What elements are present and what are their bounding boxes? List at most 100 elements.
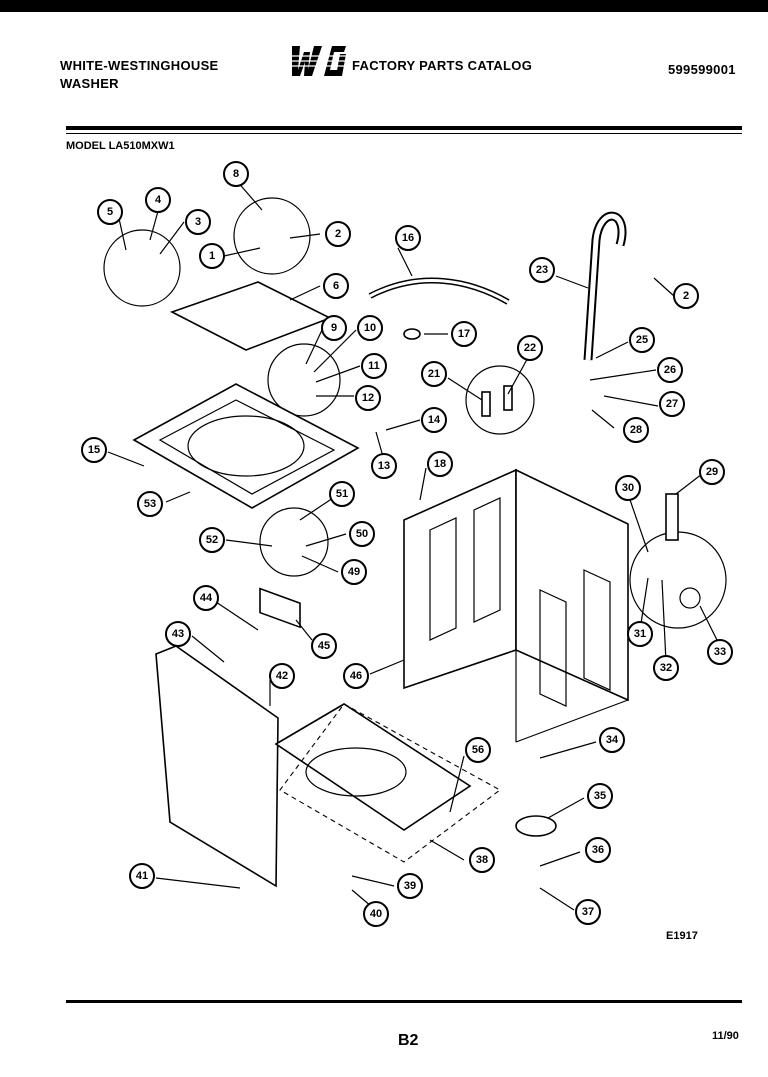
svg-text:5: 5	[107, 206, 113, 218]
wci-logo	[288, 46, 348, 76]
callout-6: 6	[323, 273, 349, 299]
header-rule-thin	[66, 133, 742, 134]
svg-text:32: 32	[660, 662, 672, 674]
svg-text:29: 29	[706, 466, 718, 478]
svg-text:13: 13	[378, 460, 390, 472]
callout-46: 46	[343, 663, 369, 689]
svg-text:34: 34	[606, 734, 619, 746]
svg-text:31: 31	[634, 628, 646, 640]
callout-14: 14	[421, 407, 447, 433]
callout-22: 22	[517, 335, 543, 361]
svg-text:25: 25	[636, 334, 648, 346]
svg-text:1: 1	[209, 250, 215, 262]
svg-text:16: 16	[402, 232, 414, 244]
callout-33: 33	[707, 639, 733, 665]
svg-text:12: 12	[362, 392, 374, 404]
callout-42: 42	[269, 663, 295, 689]
brand-name: WHITE-WESTINGHOUSE	[60, 58, 219, 73]
callout-31: 31	[627, 621, 653, 647]
svg-text:6: 6	[333, 280, 339, 292]
detail-circle-switch	[233, 197, 311, 275]
svg-text:18: 18	[434, 458, 446, 470]
base-part	[274, 703, 472, 831]
callout-28: 28	[623, 417, 649, 443]
svg-text:14: 14	[428, 414, 441, 426]
svg-text:36: 36	[592, 844, 604, 856]
callout-17: 17	[451, 321, 477, 347]
callout-51: 51	[329, 481, 355, 507]
callout-18: 18	[427, 451, 453, 477]
callout-15: 15	[81, 437, 107, 463]
callout-16: 16	[395, 225, 421, 251]
callout-3: 3	[185, 209, 211, 235]
footer-rule	[66, 1000, 742, 1003]
catalog-title: FACTORY PARTS CATALOG	[352, 58, 533, 73]
svg-text:10: 10	[364, 322, 376, 334]
callout-29: 29	[699, 459, 725, 485]
svg-text:56: 56	[472, 744, 484, 756]
tub-opening	[187, 415, 305, 477]
cabinet-back-panel	[515, 468, 629, 702]
callout-44: 44	[193, 585, 219, 611]
svg-text:35: 35	[594, 790, 606, 802]
base-outline-dashed	[279, 703, 502, 863]
svg-text:3: 3	[195, 216, 201, 228]
svg-text:37: 37	[582, 906, 594, 918]
svg-text:41: 41	[136, 870, 148, 882]
svg-text:27: 27	[666, 398, 678, 410]
svg-text:42: 42	[276, 670, 288, 682]
svg-text:49: 49	[348, 566, 360, 578]
callout-35: 35	[587, 783, 613, 809]
callout-2: 2	[325, 221, 351, 247]
callout-27: 27	[659, 391, 685, 417]
detail-circle-lid-switch	[267, 343, 341, 417]
callout-5: 5	[97, 199, 123, 225]
callout-23: 23	[529, 257, 555, 283]
callout-10: 10	[357, 315, 383, 341]
callout-38: 38	[469, 847, 495, 873]
top-border-bar	[0, 0, 768, 12]
callout-49: 49	[341, 559, 367, 585]
svg-text:53: 53	[144, 498, 156, 510]
date-code: 11/90	[712, 1030, 739, 1042]
svg-text:46: 46	[350, 670, 362, 682]
callout-41: 41	[129, 863, 155, 889]
svg-text:28: 28	[630, 424, 642, 436]
header-rule-thick	[66, 126, 742, 130]
svg-text:33: 33	[714, 646, 726, 658]
front-panel-part	[155, 645, 279, 888]
bracket-part	[259, 587, 301, 629]
model-number: MODEL LA510MXW1	[66, 140, 175, 152]
callout-32: 32	[653, 655, 679, 681]
svg-text:38: 38	[476, 854, 488, 866]
svg-text:52: 52	[206, 534, 218, 546]
belt-part	[515, 815, 557, 837]
svg-text:22: 22	[524, 342, 536, 354]
svg-text:30: 30	[622, 482, 634, 494]
svg-text:26: 26	[664, 364, 676, 376]
callout-40: 40	[363, 901, 389, 927]
svg-text:9: 9	[331, 322, 337, 334]
svg-text:2: 2	[335, 228, 341, 240]
svg-text:43: 43	[172, 628, 184, 640]
svg-text:51: 51	[336, 488, 348, 500]
svg-text:17: 17	[458, 328, 470, 340]
callout-53: 53	[137, 491, 163, 517]
callout-26: 26	[657, 357, 683, 383]
callout-8: 8	[223, 161, 249, 187]
callout-25: 25	[629, 327, 655, 353]
svg-text:40: 40	[370, 908, 382, 920]
page-number: B2	[398, 1032, 419, 1049]
appliance-type: WASHER	[60, 76, 119, 91]
svg-text:45: 45	[318, 640, 330, 652]
svg-text:8: 8	[233, 168, 239, 180]
detail-circle-hinge	[103, 229, 181, 307]
svg-text:21: 21	[428, 368, 440, 380]
catalog-number: 599599001	[668, 62, 736, 77]
callout-1: 1	[199, 243, 225, 269]
svg-text:44: 44	[200, 592, 213, 604]
callout-13: 13	[371, 453, 397, 479]
drawing-code: E1917	[666, 930, 698, 942]
callout-34: 34	[599, 727, 625, 753]
